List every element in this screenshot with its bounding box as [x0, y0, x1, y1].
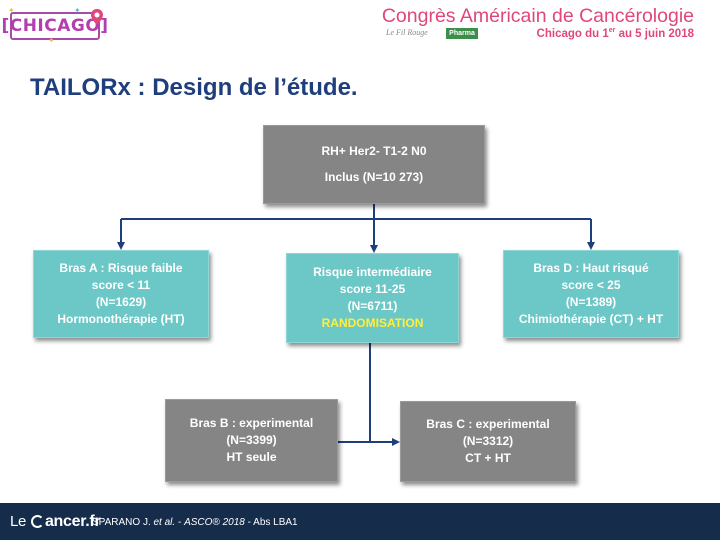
sparkle-icon: ✦ — [48, 36, 55, 45]
c-ring-icon — [30, 515, 44, 528]
arm-c-treatment: CT + HT — [465, 451, 511, 465]
arm-a-treatment: Hormonothérapie (HT) — [57, 312, 185, 326]
congress-title: Congrès Américain de Cancérologie — [381, 5, 694, 27]
pharma-badge: Pharma — [446, 28, 478, 39]
arm-d-treatment: Chimiothérapie (CT) + HT — [518, 312, 664, 326]
chicago-logo-text: [CHICAGO] — [1, 12, 108, 40]
sparkle-icon: ✦ — [74, 6, 81, 15]
arm-b-n: (N=3399) — [226, 433, 277, 447]
arm-c-n: (N=3312) — [462, 434, 514, 448]
chicago-logo: [CHICAGO] ✦ ✦ ✦ — [1, 6, 108, 45]
root-population-box: RH+ Her2- T1-2 N0 Inclus (N=10 273) — [263, 125, 485, 204]
fil-rouge-label: Le Fil Rouge — [386, 28, 428, 37]
arm-d-box: Bras D : Haut risqué score < 25 (N=1389)… — [503, 250, 679, 338]
arm-d-n: (N=1389) — [565, 295, 617, 309]
arm-c-title: Bras C : experimental — [426, 417, 550, 431]
sparkle-icon: ✦ — [8, 6, 15, 15]
arm-a-n: (N=1629) — [95, 295, 147, 309]
middle-n: (N=6711) — [347, 299, 398, 313]
arm-d-score: score < 25 — [561, 278, 621, 292]
congress-dates: Chicago du 1er au 5 juin 2018 — [536, 27, 694, 40]
arm-a-score: score < 11 — [91, 278, 151, 292]
arm-a-title: Bras A : Risque faible — [59, 261, 183, 275]
root-criteria: RH+ Her2- T1-2 N0 — [321, 144, 427, 158]
map-pin-icon — [91, 9, 103, 25]
root-inclus: Inclus (N=10 273) — [324, 170, 424, 184]
arm-b-treatment: HT seule — [226, 450, 277, 464]
middle-score: score 11-25 — [339, 282, 406, 296]
footer-reference: SPARANO J. et al. - ASCO® 2018 - Abs LBA… — [92, 517, 298, 528]
lecancer-logo: Le ancer.fr — [10, 513, 101, 530]
intermediate-risk-box: Risque intermédiaire score 11-25 (N=6711… — [286, 253, 459, 343]
arm-b-title: Bras B : experimental — [189, 416, 314, 430]
footer-bar: Le ancer.fr SPARANO J. et al. - ASCO® 20… — [0, 503, 720, 540]
arm-d-title: Bras D : Haut risqué — [533, 261, 649, 275]
arm-a-box: Bras A : Risque faible score < 11 (N=162… — [33, 250, 209, 338]
arm-b-box: Bras B : experimental (N=3399) HT seule — [165, 399, 338, 482]
slide-title: TAILORx : Design de l’étude. — [30, 74, 358, 101]
middle-title: Risque intermédiaire — [313, 265, 432, 279]
randomisation-label: RANDOMISATION — [321, 316, 424, 330]
arm-c-box: Bras C : experimental (N=3312) CT + HT — [400, 401, 576, 482]
